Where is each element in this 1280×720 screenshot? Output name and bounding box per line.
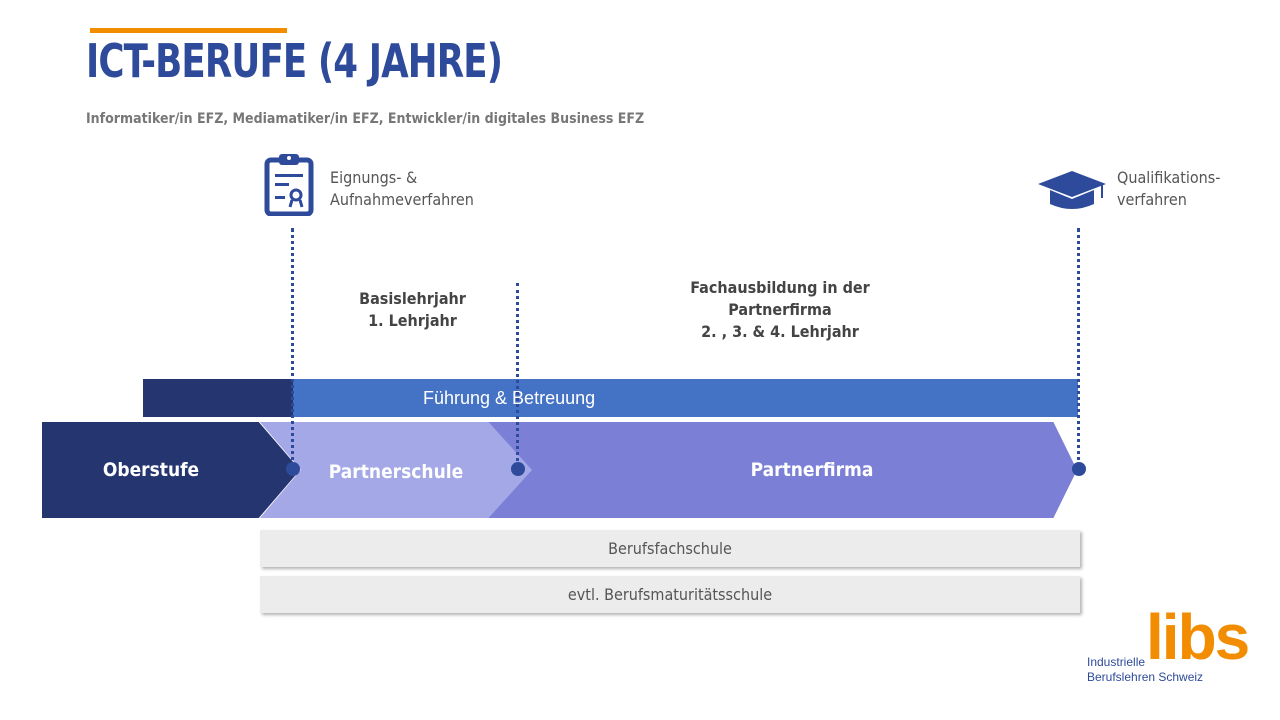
timeline-dot bbox=[286, 462, 300, 476]
stage-oberstufe: Oberstufe bbox=[42, 422, 300, 518]
stage-partnerfirma: Partnerfirma bbox=[487, 422, 1077, 518]
timeline-dot bbox=[1072, 462, 1086, 476]
page-subtitle: Informatiker/in EFZ, Mediamatiker/in EFZ… bbox=[86, 111, 645, 127]
support-bar: Führung & Betreuung bbox=[293, 379, 1078, 417]
title-accent-bar bbox=[90, 28, 287, 33]
school-berufsmaturitaetsschule: evtl. Berufsmaturitätsschule bbox=[260, 576, 1080, 613]
timeline-dot bbox=[511, 462, 525, 476]
timeline-marker-line bbox=[291, 228, 294, 468]
milestone-label-qualifikation: Qualifikations-verfahren bbox=[1117, 168, 1221, 209]
support-bar-pre bbox=[143, 379, 293, 417]
milestone-label-eignung: Eignungs- &Aufnahmeverfahren bbox=[330, 168, 474, 209]
clipboard-certificate-icon bbox=[264, 154, 314, 216]
page-title: ICT-BERUFE (4 JAHRE) bbox=[86, 34, 503, 88]
school-berufsfachschule: Berufsfachschule bbox=[260, 530, 1080, 567]
timeline-marker-line bbox=[516, 283, 519, 468]
graduation-cap-icon bbox=[1038, 171, 1106, 209]
stage-partnerschule: Partnerschule bbox=[260, 422, 532, 518]
libs-logo-mark: libs bbox=[1146, 601, 1250, 673]
timeline-marker-line bbox=[1077, 228, 1080, 468]
